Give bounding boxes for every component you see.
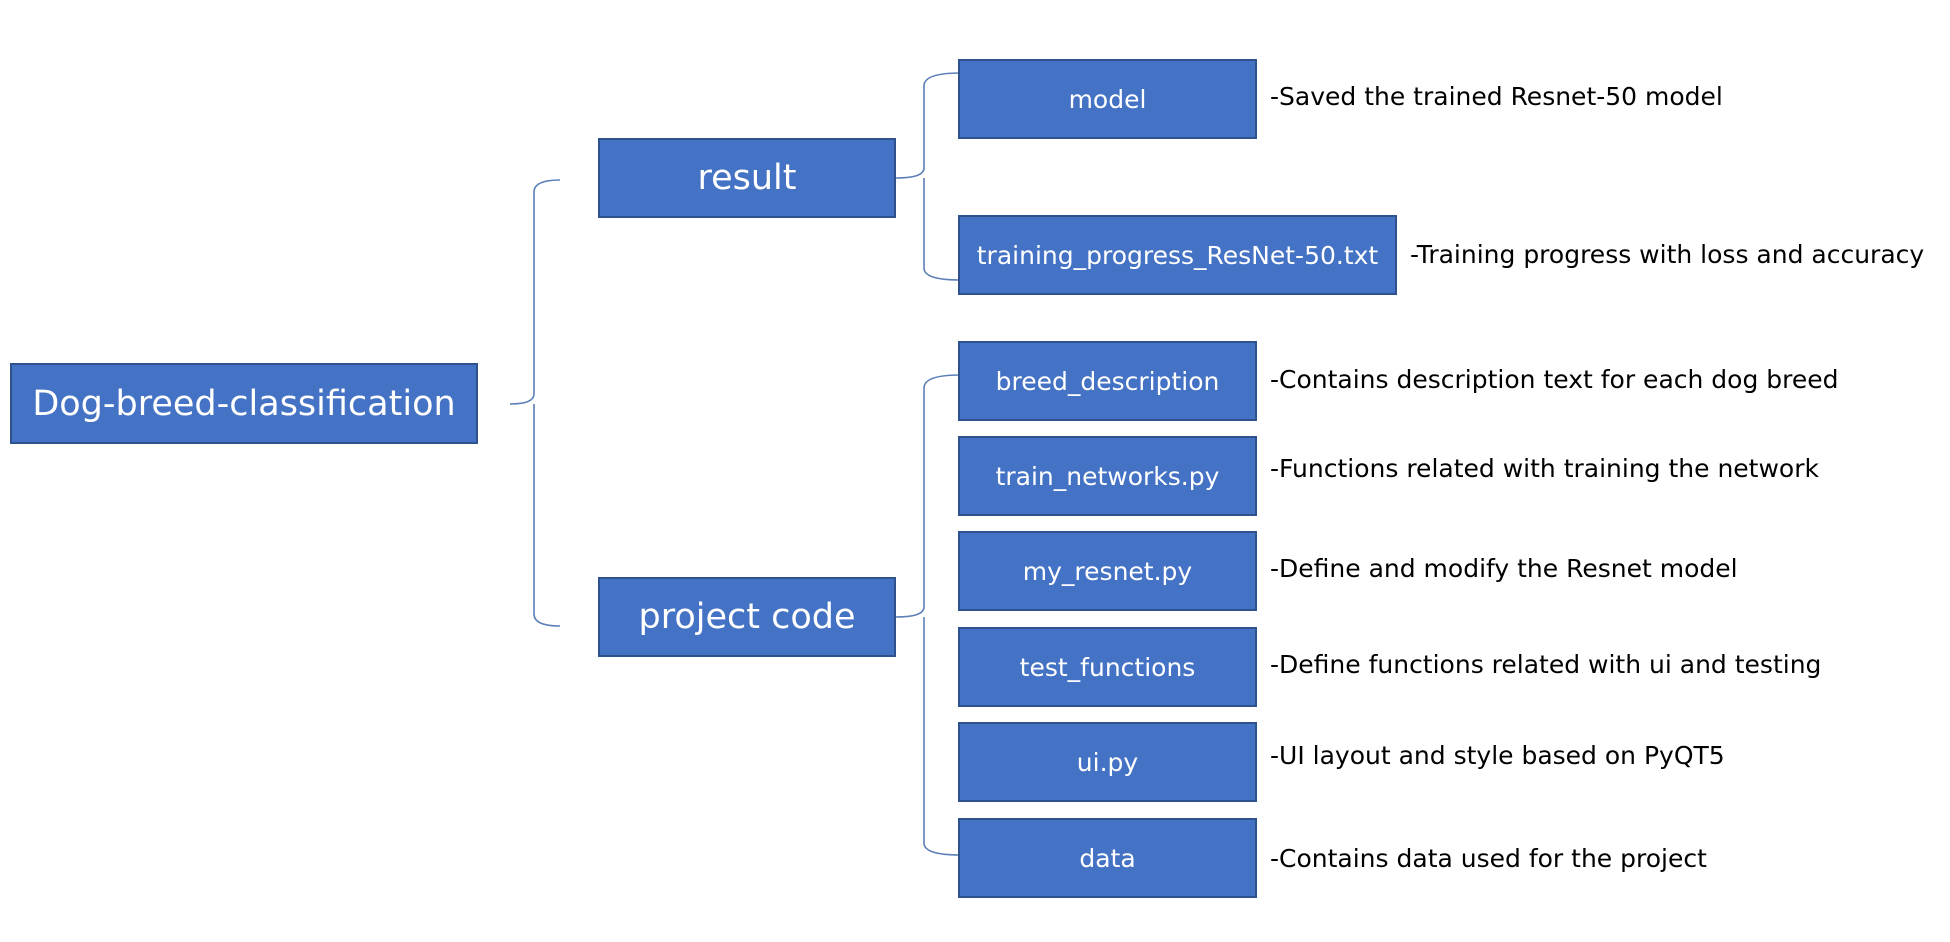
leaf-node-breed-description: breed_description [958,341,1257,421]
project-code-bracket [895,374,961,856]
leaf-label: data [1079,843,1136,873]
leaf-node-model: model [958,59,1257,139]
leaf-description: -Define functions related with ui and te… [1270,650,1822,679]
leaf-label: training_progress_ResNet-50.txt [976,240,1379,270]
leaf-description: -Functions related with training the net… [1270,454,1819,483]
branch-label: project code [638,597,856,637]
leaf-label: my_resnet.py [1022,556,1193,586]
root-node: Dog-breed-classification [10,363,478,444]
leaf-node-test-functions: test_functions [958,627,1257,707]
leaf-description: -Define and modify the Resnet model [1270,554,1738,583]
leaf-label: ui.py [1076,747,1139,777]
leaf-node-data: data [958,818,1257,898]
branch-node-result: result [598,138,896,218]
leaf-label: train_networks.py [995,461,1220,491]
branch-label: result [697,158,797,198]
leaf-node-training-progress: training_progress_ResNet-50.txt [958,215,1397,295]
result-bracket [895,72,961,281]
leaf-label: model [1068,84,1147,114]
leaf-description: -Contains description text for each dog … [1270,365,1839,394]
root-bracket [509,179,561,627]
leaf-node-my-resnet: my_resnet.py [958,531,1257,611]
leaf-description: -Contains data used for the project [1270,844,1707,873]
leaf-description: -UI layout and style based on PyQT5 [1270,741,1725,770]
leaf-description: -Saved the trained Resnet-50 model [1270,82,1723,111]
leaf-node-ui: ui.py [958,722,1257,802]
branch-node-project-code: project code [598,577,896,657]
leaf-label: breed_description [995,366,1220,396]
leaf-node-train-networks: train_networks.py [958,436,1257,516]
root-label: Dog-breed-classification [32,383,456,424]
leaf-label: test_functions [1019,652,1196,682]
leaf-description: -Training progress with loss and accurac… [1410,240,1925,269]
